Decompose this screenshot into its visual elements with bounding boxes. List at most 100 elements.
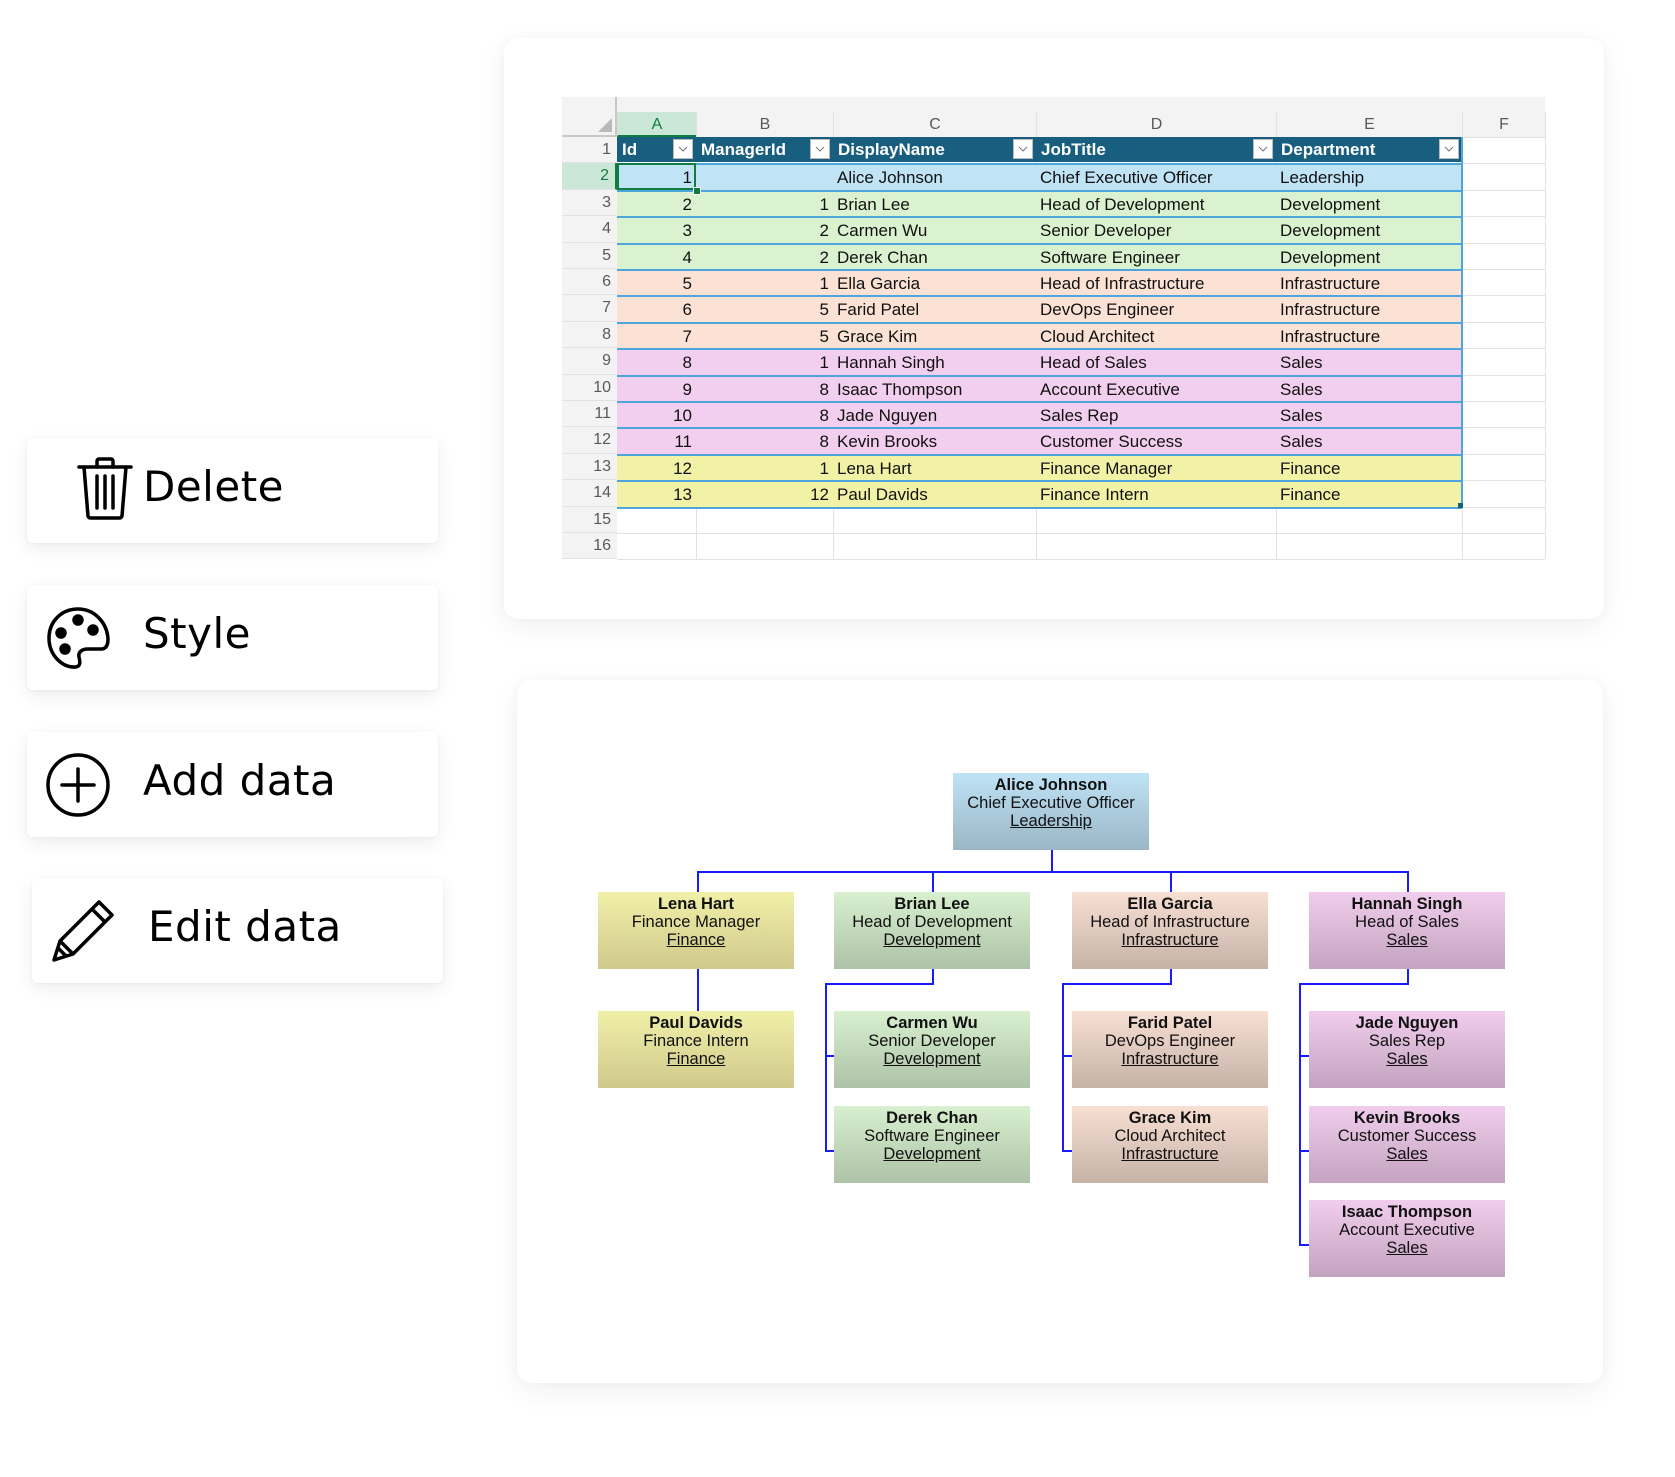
row-header-10[interactable]: 10: [562, 374, 617, 401]
table-cell-id[interactable]: 9: [617, 374, 696, 401]
org-node-department[interactable]: Finance: [666, 931, 726, 949]
table-cell-manager[interactable]: 5: [696, 321, 833, 349]
table-cell-manager[interactable]: 2: [696, 216, 833, 243]
table-cell-name[interactable]: Lena Hart: [833, 453, 1036, 481]
table-cell-id[interactable]: 12: [617, 453, 696, 481]
table-cell-title[interactable]: Sales Rep: [1036, 401, 1276, 428]
table-cell-name[interactable]: Kevin Brooks: [833, 427, 1036, 454]
table-cell-name[interactable]: Grace Kim: [833, 321, 1036, 349]
table-cell-dept[interactable]: Development: [1276, 216, 1462, 243]
table-cell-manager[interactable]: 1: [696, 453, 833, 481]
table-cell-title[interactable]: DevOps Engineer: [1036, 295, 1276, 322]
table-cell-title[interactable]: Chief Executive Officer: [1036, 163, 1276, 190]
table-cell-manager[interactable]: [696, 163, 833, 190]
table-cell-dept[interactable]: Infrastructure: [1276, 321, 1462, 349]
table-cell-dept[interactable]: Development: [1276, 189, 1462, 217]
org-node-department[interactable]: Leadership: [1010, 812, 1092, 830]
table-cell-name[interactable]: Jade Nguyen: [833, 401, 1036, 428]
org-node-department[interactable]: Development: [883, 1145, 981, 1163]
table-cell-title[interactable]: Head of Sales: [1036, 348, 1276, 375]
delete-button[interactable]: Delete: [27, 438, 438, 543]
table-cell-dept[interactable]: Sales: [1276, 374, 1462, 401]
row-header-14[interactable]: 14: [562, 480, 617, 507]
table-cell-name[interactable]: Farid Patel: [833, 295, 1036, 322]
filter-dropdown-button[interactable]: [810, 139, 830, 159]
table-cell-title[interactable]: Software Engineer: [1036, 242, 1276, 269]
table-cell-name[interactable]: Carmen Wu: [833, 216, 1036, 243]
table-cell-id[interactable]: 10: [617, 401, 696, 428]
table-cell-name[interactable]: Hannah Singh: [833, 348, 1036, 375]
table-cell-id[interactable]: 5: [617, 269, 696, 296]
table-cell-manager[interactable]: 12: [696, 480, 833, 507]
column-header-c[interactable]: C: [833, 112, 1036, 137]
table-cell-title[interactable]: Account Executive: [1036, 374, 1276, 401]
table-cell-dept[interactable]: Finance: [1276, 480, 1462, 507]
row-header-13[interactable]: 13: [562, 453, 617, 481]
row-header-15[interactable]: 15: [562, 506, 617, 533]
row-header-8[interactable]: 8: [562, 321, 617, 349]
table-cell-name[interactable]: Paul Davids: [833, 480, 1036, 507]
column-header-d[interactable]: D: [1036, 112, 1276, 137]
column-header-f[interactable]: F: [1462, 112, 1545, 137]
row-header-6[interactable]: 6: [562, 269, 617, 296]
org-node-department[interactable]: Infrastructure: [1121, 931, 1219, 949]
row-header-5[interactable]: 5: [562, 242, 617, 269]
edit-data-button[interactable]: Edit data: [32, 878, 443, 983]
table-cell-manager[interactable]: 1: [696, 269, 833, 296]
fill-handle[interactable]: [693, 186, 701, 195]
org-node-department[interactable]: Infrastructure: [1121, 1050, 1219, 1068]
filter-dropdown-button[interactable]: [1013, 139, 1033, 159]
table-cell-title[interactable]: Cloud Architect: [1036, 321, 1276, 349]
table-cell-dept[interactable]: Finance: [1276, 453, 1462, 481]
table-cell-id[interactable]: 6: [617, 295, 696, 322]
table-cell-manager[interactable]: 8: [696, 401, 833, 428]
org-node-department[interactable]: Sales: [1386, 1239, 1428, 1257]
table-cell-title[interactable]: Head of Infrastructure: [1036, 269, 1276, 296]
filter-dropdown-button[interactable]: [1253, 139, 1273, 159]
table-cell-manager[interactable]: 5: [696, 295, 833, 322]
row-header-4[interactable]: 4: [562, 216, 617, 243]
table-cell-name[interactable]: Ella Garcia: [833, 269, 1036, 296]
table-cell-dept[interactable]: Sales: [1276, 401, 1462, 428]
org-node-department[interactable]: Sales: [1386, 1050, 1428, 1068]
table-cell-name[interactable]: Brian Lee: [833, 189, 1036, 217]
table-cell-name[interactable]: Alice Johnson: [833, 163, 1036, 190]
table-cell-dept[interactable]: Sales: [1276, 348, 1462, 375]
table-cell-name[interactable]: Derek Chan: [833, 242, 1036, 269]
filter-dropdown-button[interactable]: [673, 139, 693, 159]
table-cell-dept[interactable]: Development: [1276, 242, 1462, 269]
table-cell-dept[interactable]: Infrastructure: [1276, 269, 1462, 296]
org-node-department[interactable]: Finance: [666, 1050, 726, 1068]
style-button[interactable]: Style: [27, 585, 438, 690]
add-data-button[interactable]: Add data: [27, 732, 438, 837]
table-cell-title[interactable]: Senior Developer: [1036, 216, 1276, 243]
table-cell-dept[interactable]: Infrastructure: [1276, 295, 1462, 322]
table-cell-id[interactable]: 7: [617, 321, 696, 349]
table-resize-handle[interactable]: [1458, 502, 1463, 508]
table-cell-id[interactable]: 4: [617, 242, 696, 269]
org-node-department[interactable]: Sales: [1386, 1145, 1428, 1163]
table-cell-dept[interactable]: Leadership: [1276, 163, 1462, 190]
table-cell-id[interactable]: 8: [617, 348, 696, 375]
filter-dropdown-button[interactable]: [1439, 139, 1459, 159]
org-node-department[interactable]: Development: [883, 931, 981, 949]
row-header-1[interactable]: 1: [562, 137, 617, 164]
org-node-department[interactable]: Infrastructure: [1121, 1145, 1219, 1163]
table-cell-manager[interactable]: 8: [696, 427, 833, 454]
row-header-9[interactable]: 9: [562, 348, 617, 375]
row-header-16[interactable]: 16: [562, 533, 617, 560]
row-header-3[interactable]: 3: [562, 189, 617, 217]
select-all-corner[interactable]: [562, 97, 617, 137]
column-header-a[interactable]: A: [617, 112, 696, 137]
table-cell-manager[interactable]: 1: [696, 348, 833, 375]
